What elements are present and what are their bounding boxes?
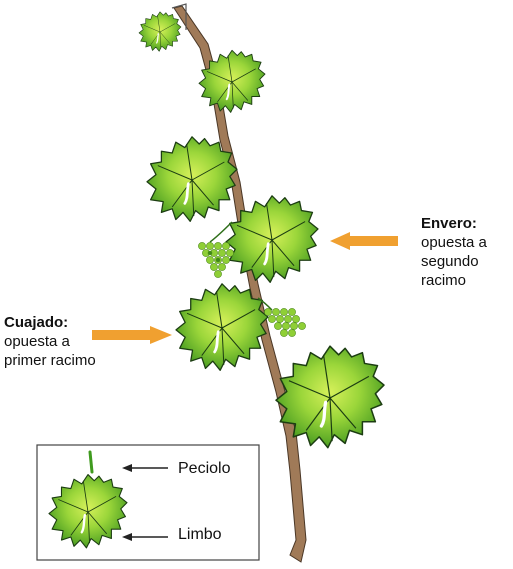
envero-line-1: opuesta a bbox=[421, 233, 487, 252]
envero-line-2: segundo bbox=[421, 252, 487, 271]
arrow-cuajado bbox=[92, 326, 172, 344]
cuajado-line-2: primer racimo bbox=[4, 351, 96, 370]
cuajado-title: Cuajado: bbox=[4, 313, 96, 332]
cuajado-label: Cuajado: opuesta a primer racimo bbox=[4, 313, 96, 370]
leaf-top bbox=[139, 12, 181, 51]
grape-cluster-upper bbox=[198, 222, 233, 278]
arrow-envero bbox=[330, 232, 398, 250]
legend-blade-label: Limbo bbox=[178, 526, 222, 544]
envero-title: Envero: bbox=[421, 214, 487, 233]
envero-label: Envero: opuesta a segundo racimo bbox=[421, 214, 487, 290]
envero-line-3: racimo bbox=[421, 271, 487, 290]
cuajado-line-1: opuesta a bbox=[4, 332, 96, 351]
legend-petiole-label: Peciolo bbox=[178, 460, 230, 478]
